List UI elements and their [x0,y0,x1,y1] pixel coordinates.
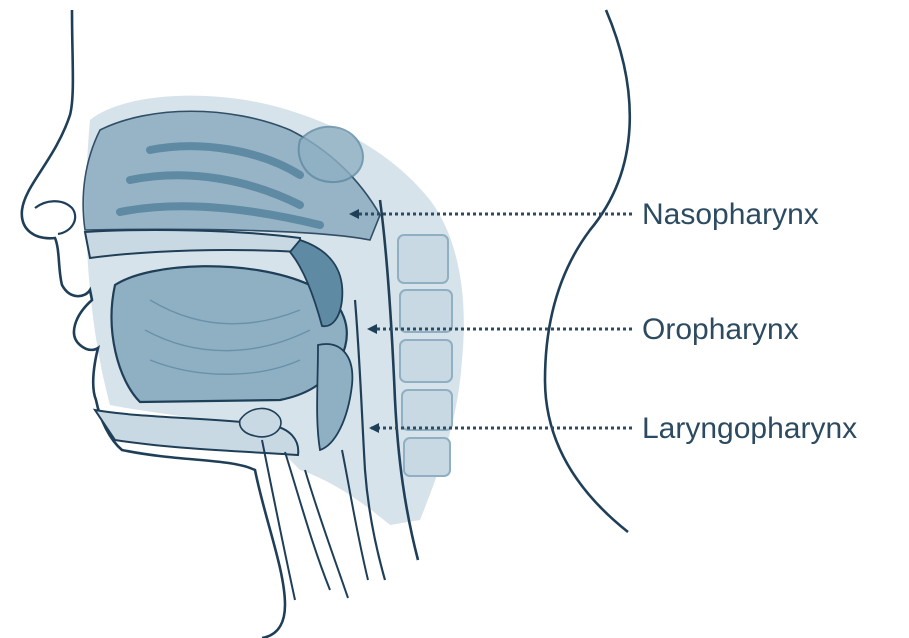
vertebra-4 [402,390,452,430]
vertebra-5 [404,438,450,476]
vertebra-1 [398,235,448,283]
vertebra-2 [400,290,452,332]
vertebra-3 [400,340,452,382]
nostril [35,201,75,234]
sphenoid-sinus [299,127,363,182]
head-back-outline [545,10,630,532]
label-laryngopharynx: Laryngopharynx [642,412,857,445]
hyoid [240,408,281,436]
label-oropharynx: Oropharynx [642,313,799,346]
label-nasopharynx: Nasopharynx [642,198,819,231]
